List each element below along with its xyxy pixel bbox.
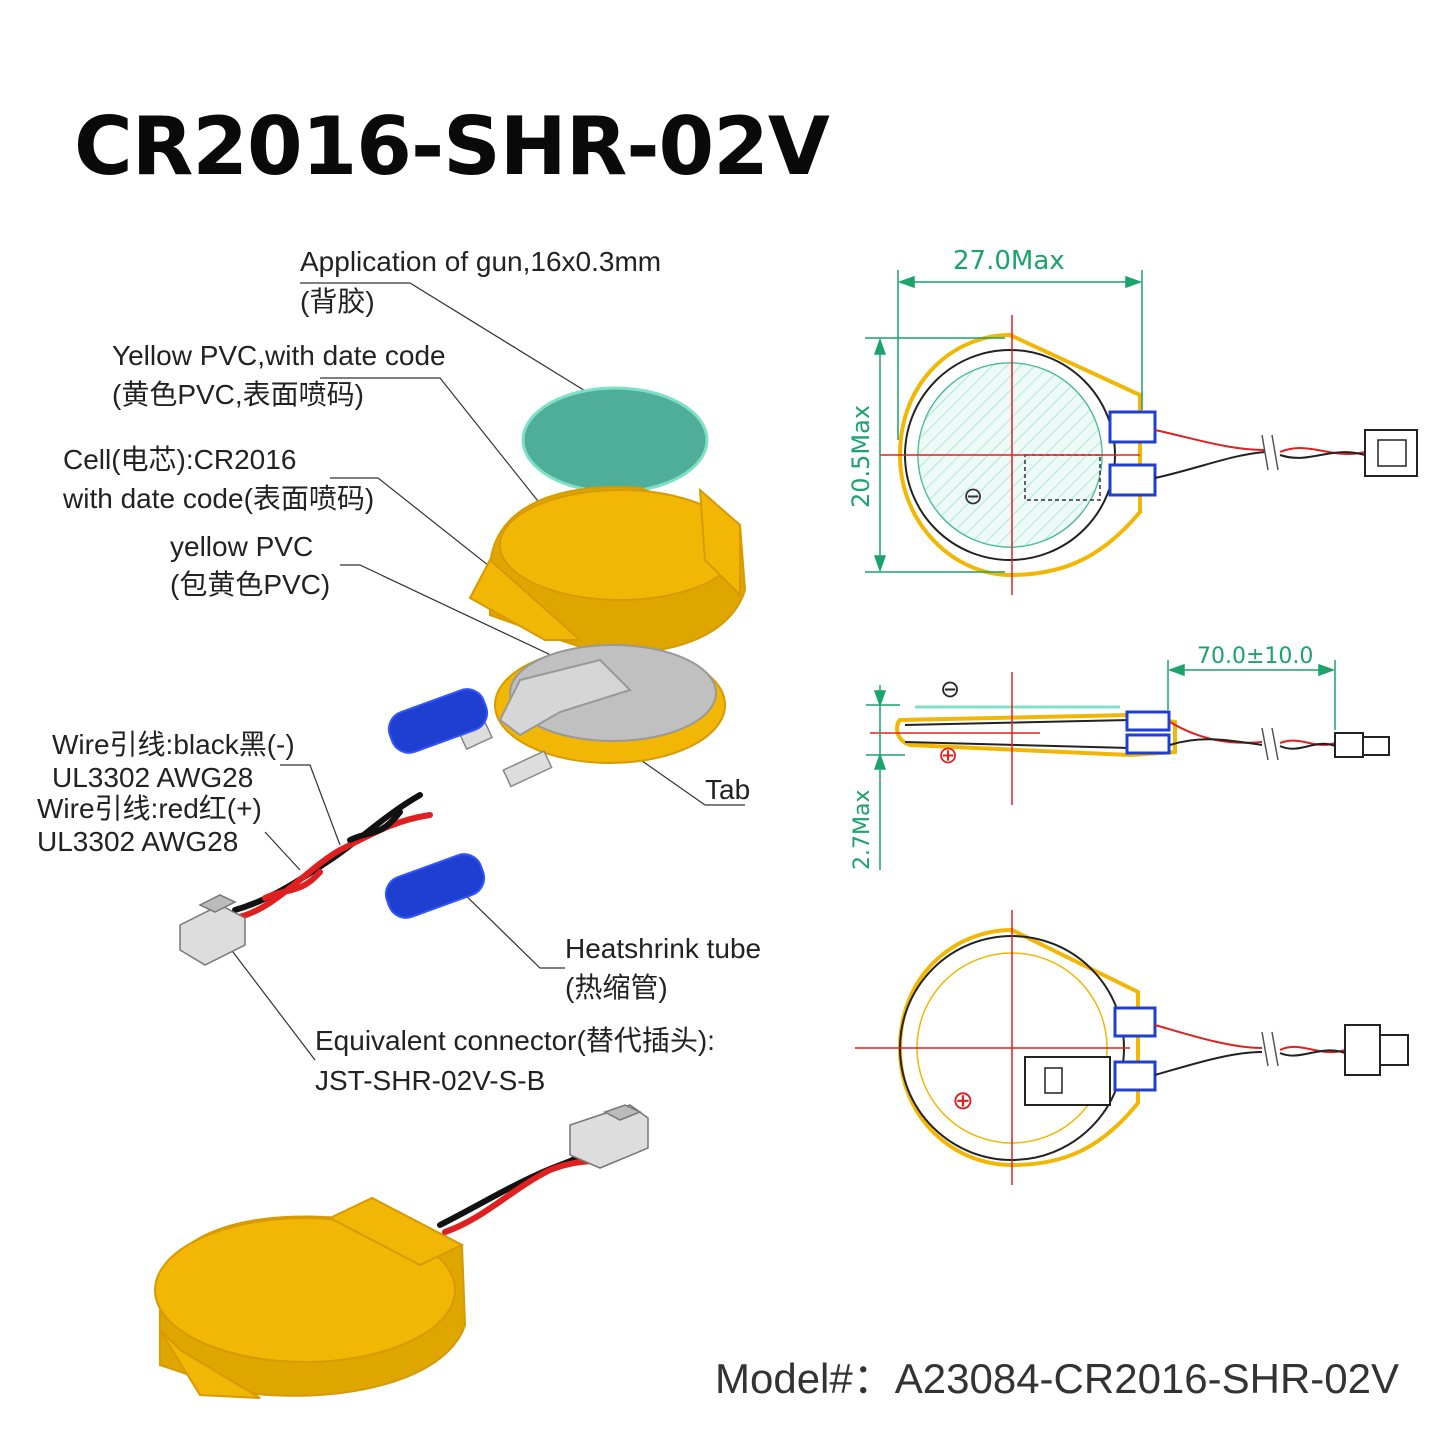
- label-wire-black-line2: UL3302 AWG28: [52, 762, 254, 793]
- dim-height: 20.5Max: [847, 404, 875, 508]
- label-heatshrink-line2: (热缩管): [565, 972, 668, 1003]
- label-tab: Tab: [705, 774, 751, 805]
- page-title: CR2016-SHR-02V: [74, 100, 830, 193]
- label-adhesive-line1: Application of gun,16x0.3mm: [300, 246, 662, 277]
- label-yellow-pvc-line2: (黄色PVC,表面喷码): [112, 379, 365, 410]
- negative-mark-top: ⊖: [963, 483, 984, 510]
- assembled-wires: [437, 1145, 608, 1235]
- label-adhesive-line2: (背胶): [300, 286, 375, 317]
- tab-connectors: [458, 721, 553, 788]
- label-wire-black-line1: Wire引线:black黑(-): [52, 729, 295, 760]
- top-view-drawing: [865, 270, 1418, 595]
- top-pvc-sleeve: [468, 486, 747, 654]
- label-heatshrink-line1: Heatshrink tube: [565, 933, 762, 964]
- positive-mark-bottom: ⊕: [952, 1085, 974, 1115]
- label-wrap-pvc-line2: (包黄色PVC): [170, 569, 331, 600]
- negative-mark-side: ⊖: [940, 676, 961, 703]
- exploded-wires: [232, 792, 433, 921]
- label-connector-line2: JST-SHR-02V-S-B: [315, 1065, 546, 1096]
- dim-thickness: 2.7Max: [850, 789, 875, 870]
- assembled-connector: [569, 1104, 649, 1169]
- label-cell-line2: with date code(表面喷码): [63, 483, 375, 514]
- dim-width: 27.0Max: [953, 246, 1065, 276]
- label-wrap-pvc-line1: yellow PVC: [170, 531, 314, 562]
- label-wire-red-line1: Wire引线:red红(+): [37, 793, 262, 824]
- dim-lead-length: 70.0±10.0: [1197, 644, 1314, 669]
- exploded-connector: [179, 894, 246, 966]
- cell-assembly: [494, 644, 726, 764]
- label-yellow-pvc-line1: Yellow PVC,with date code: [112, 340, 446, 371]
- assembled-battery: [154, 1196, 467, 1399]
- side-view-drawing: [866, 660, 1390, 870]
- heatshrink-tubes: [384, 688, 489, 919]
- label-connector-line1: Equivalent connector(替代插头):: [315, 1025, 715, 1056]
- label-cell-line1: Cell(电芯):CR2016: [63, 444, 297, 475]
- positive-mark-side: ⊕: [938, 742, 959, 769]
- adhesive-disk: [521, 386, 709, 494]
- label-wire-red-line2: UL3302 AWG28: [37, 826, 239, 857]
- bottom-view-drawing: [855, 910, 1409, 1185]
- leader-lines: [219, 282, 745, 1061]
- model-number: Model#：A23084-CR2016-SHR-02V: [715, 1355, 1400, 1402]
